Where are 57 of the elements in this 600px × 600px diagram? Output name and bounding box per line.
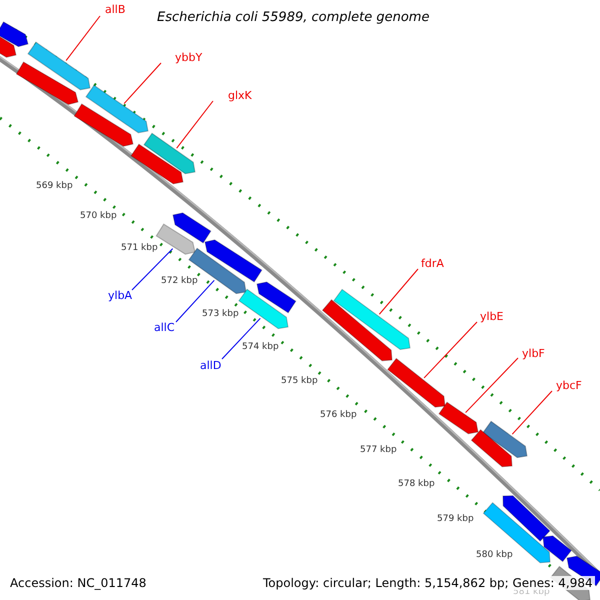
gene-feature: [204, 239, 262, 283]
leader-line: [378, 268, 418, 315]
scale-label: 577 kbp: [360, 446, 397, 455]
gene-feature: [256, 281, 296, 314]
gene-feature: [322, 299, 393, 362]
gene-feature: [238, 288, 289, 330]
scale-label: 572 kbp: [161, 277, 198, 286]
gene-feature: [27, 42, 91, 90]
gene-feature: [143, 132, 196, 174]
gene-label: fdrA: [421, 258, 444, 269]
gene-feature: [156, 223, 196, 255]
gene-feature: [172, 212, 212, 244]
gene-feature: [130, 144, 184, 184]
scale-label: 575 kbp: [281, 377, 318, 386]
leader-line: [176, 280, 215, 322]
scale-label: 579 kbp: [437, 515, 474, 524]
gene-label: ybcF: [556, 380, 582, 391]
scale-label: 581 kbp: [513, 588, 550, 597]
scale-label: 573 kbp: [202, 310, 239, 319]
scale-label: 571 kbp: [121, 244, 158, 253]
gene-feature: [0, 21, 29, 48]
gene-feature: [387, 358, 446, 408]
leader-line: [222, 318, 261, 360]
title: Escherichia coli 55989, complete genome: [157, 11, 430, 24]
scale-label: 574 kbp: [242, 343, 279, 352]
gene-label: ylbA: [108, 290, 132, 301]
gene-feature: [0, 35, 17, 58]
gene-label: allC: [154, 322, 175, 333]
leader-line: [424, 322, 478, 378]
gene-feature: [502, 495, 550, 542]
gene-label: ylbE: [480, 311, 504, 322]
gene-label: ylbF: [522, 348, 545, 359]
gene-label: allD: [200, 360, 222, 371]
gene-feature: [16, 61, 79, 106]
scale-label: 578 kbp: [398, 480, 435, 489]
leader-line: [124, 62, 162, 104]
leader-line: [132, 248, 174, 290]
leader-line: [512, 390, 552, 435]
scale-label: 576 kbp: [320, 411, 357, 420]
gene-feature: [482, 420, 528, 458]
footer-text: Accession: NC_011748: [8, 576, 148, 590]
gene-feature: [438, 402, 479, 434]
footer-text: Topology: circular; Length: 5,154,862 bp; Genes: 4,984: [261, 576, 595, 590]
scale-label: 580 kbp: [476, 551, 513, 560]
leader-line: [176, 100, 214, 149]
gene-label: ybbY: [175, 52, 202, 63]
gene-feature: [74, 103, 134, 147]
gene-feature: [85, 84, 149, 134]
scale-label: 569 kbp: [36, 182, 73, 191]
gene-label: allB: [105, 4, 126, 15]
leader-line: [66, 16, 100, 62]
gene-label: glxK: [228, 90, 252, 101]
gene-feature: [470, 429, 513, 468]
leader-line: [465, 358, 518, 414]
gene-feature: [333, 288, 411, 350]
scale-label: 570 kbp: [80, 212, 117, 221]
gene-feature: [542, 535, 572, 562]
